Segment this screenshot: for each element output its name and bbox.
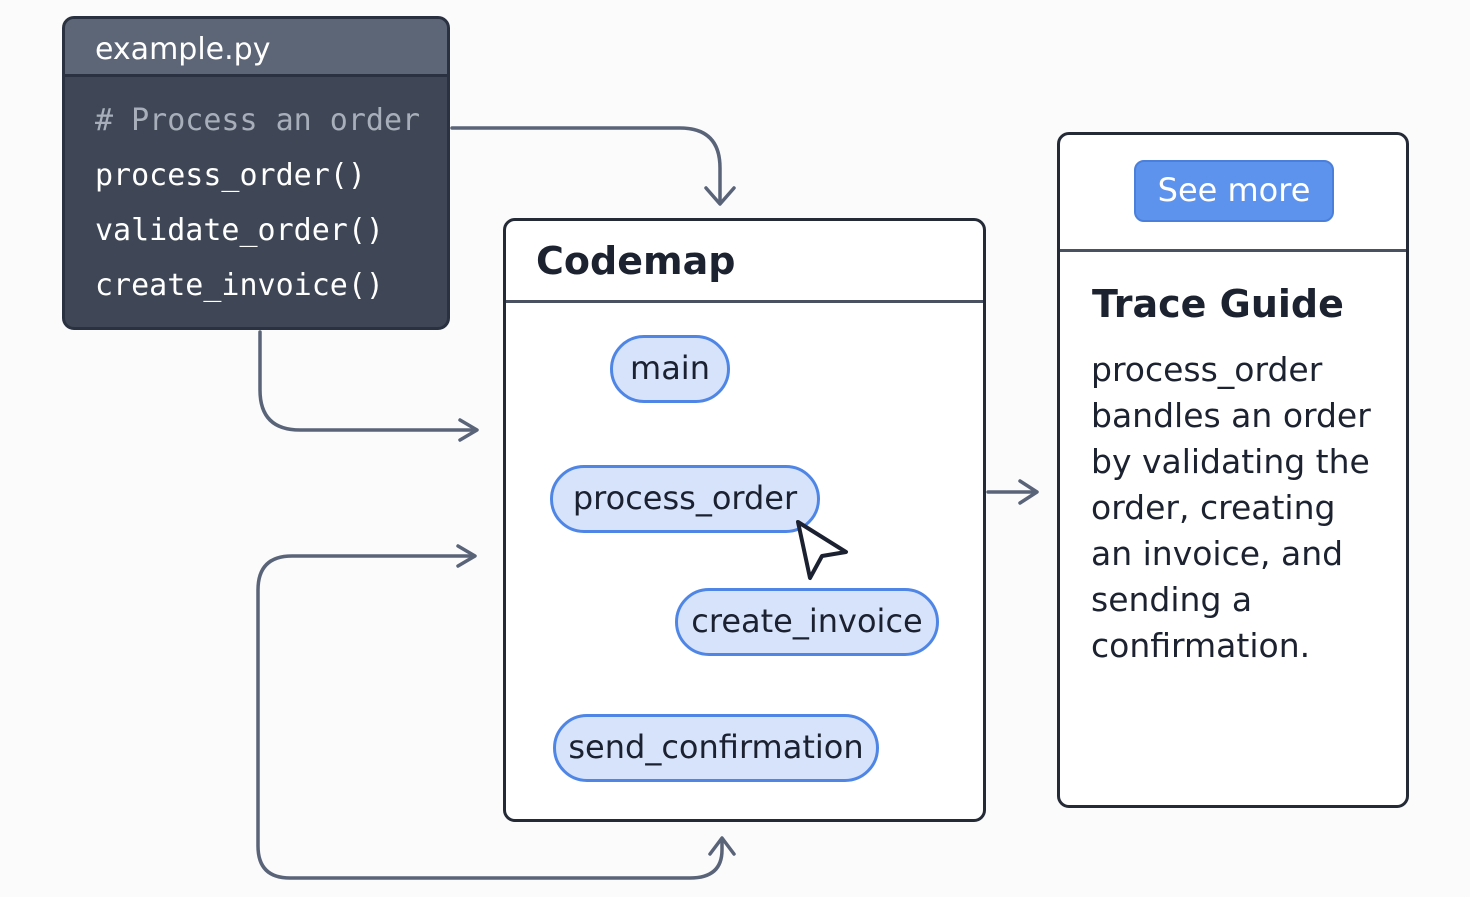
code-filename: example.py bbox=[65, 19, 447, 77]
see-more-button[interactable]: See more bbox=[1134, 160, 1334, 222]
code-line-validate-order[interactable]: validate_order() bbox=[95, 213, 384, 248]
code-line-process-order[interactable]: process_order() bbox=[95, 158, 366, 193]
arrowhead-loop-left bbox=[456, 544, 477, 568]
description-line: sending a bbox=[1091, 580, 1253, 619]
node-create-invoice[interactable]: create_invoice bbox=[675, 588, 939, 656]
node-main[interactable]: main bbox=[610, 335, 730, 403]
code-comment-line: # Process an order bbox=[95, 103, 421, 138]
arrowhead-codemap-top bbox=[704, 186, 736, 206]
arrowhead-loop-bottom bbox=[708, 836, 736, 856]
trace-guide-panel: See more Trace Guide process_order bandl… bbox=[1057, 132, 1409, 808]
code-body: # Process an order process_order() valid… bbox=[65, 77, 447, 313]
trace-guide-toolbar: See more bbox=[1060, 135, 1406, 252]
description-line: confirmation. bbox=[1091, 626, 1311, 665]
description-line: bandles an order bbox=[1091, 396, 1371, 435]
description-line: an invoice, and bbox=[1091, 534, 1344, 573]
trace-guide-title: Trace Guide bbox=[1092, 282, 1344, 326]
connector-code-to-codemap-top bbox=[450, 126, 722, 204]
code-line-create-invoice[interactable]: create_invoice() bbox=[95, 268, 384, 303]
description-line: by validating the bbox=[1091, 442, 1370, 481]
trace-guide-description: process_order bandles an order by valida… bbox=[1091, 347, 1391, 669]
codemap-title: Codemap bbox=[506, 221, 983, 303]
arrowhead-codemap-left bbox=[458, 418, 479, 442]
node-send-confirmation[interactable]: send_confirmation bbox=[553, 714, 879, 782]
node-process-order[interactable]: process_order bbox=[550, 465, 820, 533]
description-line: order, creating bbox=[1091, 488, 1336, 527]
connector-code-to-codemap-left bbox=[258, 330, 478, 432]
arrowhead-guide bbox=[1018, 479, 1039, 505]
mouse-pointer-icon bbox=[796, 520, 848, 580]
description-line: process_order bbox=[1091, 350, 1323, 389]
code-panel: example.py # Process an order process_or… bbox=[62, 16, 450, 330]
